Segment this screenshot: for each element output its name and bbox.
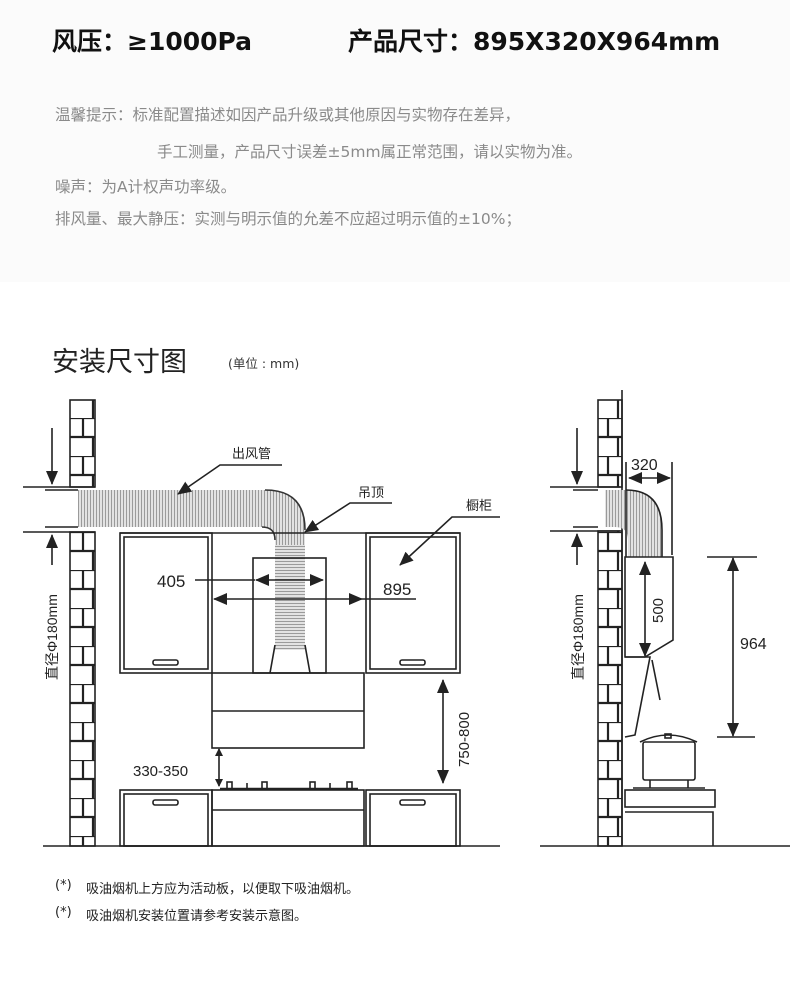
tip-line: 噪声：为A计权声功率级。 [55, 178, 237, 196]
upper-cabinet-right [365, 532, 461, 674]
front-view [23, 399, 500, 847]
stove [211, 789, 365, 847]
side-hood-lower [624, 656, 651, 738]
section-title: 安装尺寸图 [52, 347, 187, 378]
depth-label: 320 [631, 457, 658, 474]
side-view [540, 390, 790, 847]
base-cabinet-left [119, 789, 213, 847]
upper-cabinet-left [119, 532, 213, 674]
upper-height-label: 500 [650, 598, 667, 623]
base-cabinet-right [365, 789, 461, 847]
total-height-label: 964 [740, 636, 767, 653]
side-diameter-label: 直径Φ180mm [570, 594, 586, 680]
exhaust-duct [78, 490, 305, 650]
side-hood-upper [624, 556, 674, 658]
tip-line: 排风量、最大静压：实测与明示值的允差不应超过明示值的±10%； [55, 210, 521, 228]
note-mark: (*) [55, 905, 72, 920]
diameter-label: 直径Φ180mm [44, 594, 60, 680]
duct-label: 出风管 [232, 446, 271, 461]
cabinet-label: 橱柜 [466, 498, 492, 513]
stove-gap-label: 330-350 [133, 763, 188, 780]
ceiling-label: 吊顶 [358, 485, 384, 500]
cabinet-gap-label: 750-800 [456, 712, 473, 767]
note-text: 吸油烟机上方应为活动板，以便取下吸油烟机。 [86, 882, 360, 897]
wall [597, 399, 623, 488]
tip-line: 手工测量，产品尺寸误差±5mm属正常范围，请以实物为准。 [157, 143, 583, 161]
wind-pressure: 风压：≥1000Pa [52, 27, 253, 56]
tip-line: 温馨提示：标准配置描述如因产品升级或其他原因与实物存在差异， [55, 106, 521, 124]
spec-panel: 风压：≥1000Pa 产品尺寸：895X320X964mm 温馨提示：标准配置描… [0, 0, 790, 282]
wall [69, 399, 96, 488]
note-text: 吸油烟机安装位置请参考安装示意图。 [86, 909, 308, 924]
unit-label: (单位 : mm) [228, 356, 300, 371]
wall [69, 531, 96, 847]
stove-knobs [226, 781, 353, 790]
note-mark: (*) [55, 878, 72, 893]
pot-icon [639, 733, 698, 788]
hood-width-label: 895 [383, 580, 411, 599]
product-size: 产品尺寸：895X320X964mm [348, 27, 721, 56]
side-duct [605, 490, 662, 557]
wall [597, 530, 623, 847]
side-stove [624, 789, 716, 808]
chimney-width-label: 405 [157, 572, 185, 591]
